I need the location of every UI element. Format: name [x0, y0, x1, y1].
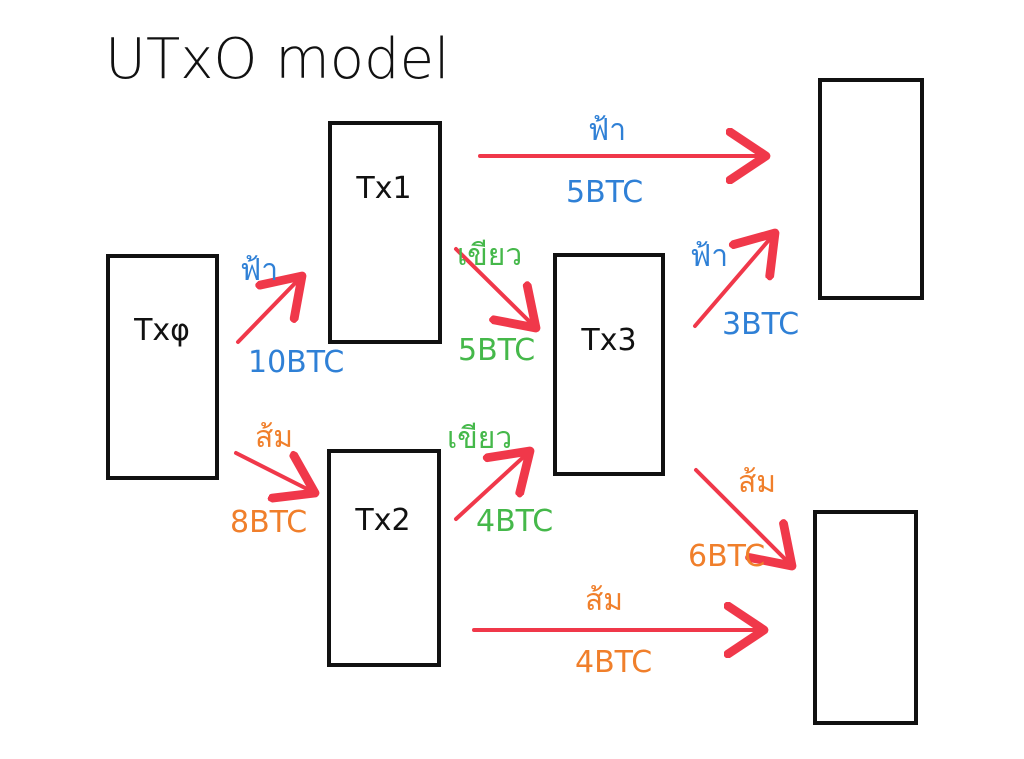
box-output-top: [818, 78, 924, 300]
edge-3-owner: เขียว: [457, 238, 522, 273]
box-tx3: [553, 253, 665, 476]
edge-4-owner: เขียว: [447, 421, 512, 456]
edge-3-amount: 5BTC: [458, 333, 535, 368]
edge-7-owner: ส้ม: [738, 465, 776, 500]
box-tx0: [106, 254, 219, 480]
edge-4-amount: 4BTC: [476, 504, 553, 539]
box-tx3-label: Tx3: [580, 323, 636, 358]
edge-4-arrow: [454, 451, 530, 521]
edge-3-arrow: [454, 247, 536, 328]
diagram-title: UTxO model: [105, 27, 450, 92]
box-tx1: [328, 121, 442, 344]
edge-0-arrow: [236, 276, 302, 344]
edge-6-owner: ฟ้า: [690, 239, 728, 274]
edge-1-owner: ส้ม: [255, 420, 293, 455]
edge-2-amount: 5BTC: [566, 175, 643, 210]
box-tx2-label: Tx2: [354, 503, 410, 538]
edge-5-amount: 4BTC: [575, 645, 652, 680]
edge-6-arrow: [693, 233, 775, 328]
edge-7-amount: 6BTC: [688, 539, 765, 574]
edge-0-amount: 10BTC: [248, 345, 344, 380]
edge-0-owner: ฟ้า: [240, 253, 278, 288]
edge-6-amount: 3BTC: [722, 307, 799, 342]
box-output-bottom: [813, 510, 918, 725]
edge-5-owner: ส้ม: [585, 583, 623, 618]
box-tx2: [327, 449, 441, 667]
edge-1-amount: 8BTC: [230, 505, 307, 540]
edge-7-arrow: [694, 468, 792, 566]
box-tx0-label: Txφ: [133, 313, 190, 348]
edge-1-arrow: [234, 453, 315, 493]
edge-2-owner: ฟ้า: [588, 113, 626, 148]
box-tx1-label: Tx1: [355, 171, 411, 206]
